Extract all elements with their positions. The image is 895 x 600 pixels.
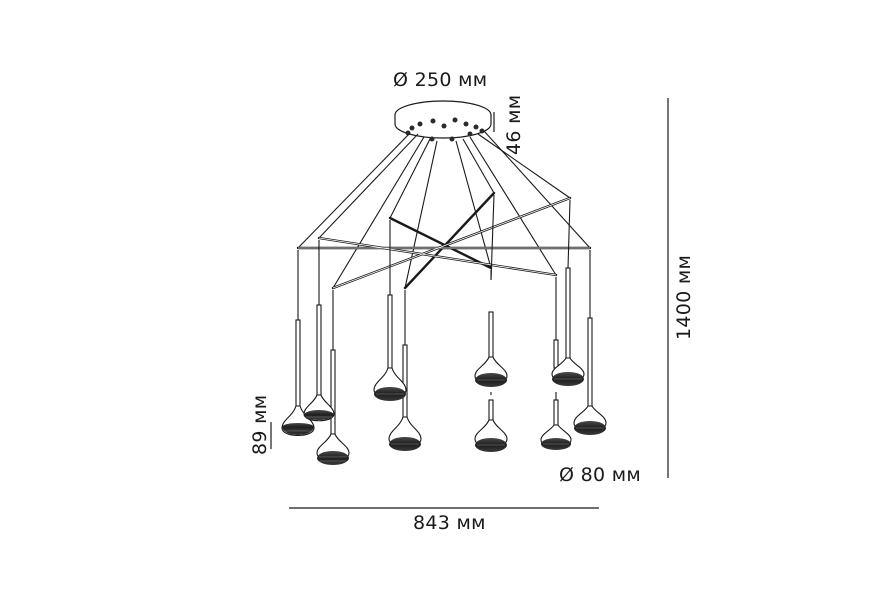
- pendant-tubes: [295, 267, 593, 435]
- total-height-label: 1400 мм: [673, 254, 695, 340]
- pendant-stems: [297, 194, 591, 400]
- shade-1: [281, 405, 315, 437]
- canopy-diameter-label: Ø 250 мм: [393, 69, 488, 91]
- ceiling-canopy: [394, 100, 492, 142]
- dimension-lines: [270, 98, 669, 509]
- total-width-label: 843 мм: [413, 512, 486, 534]
- suspension-cables: [297, 130, 591, 289]
- pendant-shades: [281, 356, 607, 465]
- shade-height-label: 89 мм: [249, 394, 271, 455]
- shade-3: [316, 433, 350, 465]
- canopy-height-label: 46 мм: [503, 94, 525, 155]
- shade-5: [388, 416, 422, 451]
- shade-4: [373, 367, 407, 401]
- shade-diameter-label: Ø 80 мм: [559, 464, 641, 486]
- shade-6: [474, 356, 508, 387]
- shade-10: [573, 405, 607, 435]
- shade-8: [540, 424, 572, 450]
- shade-7: [474, 419, 508, 452]
- shade-9: [551, 357, 585, 386]
- shade-2: [303, 394, 335, 422]
